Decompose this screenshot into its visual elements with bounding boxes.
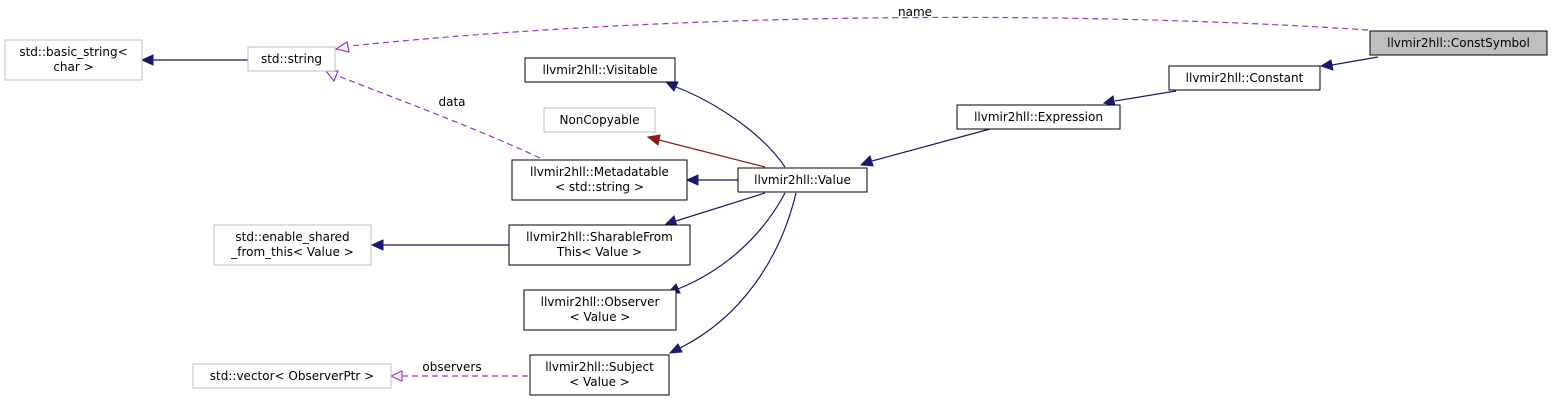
node-expression[interactable]: llvmir2hll::Expression xyxy=(956,104,1121,130)
edge-string-to-basic-string xyxy=(140,54,248,66)
edge-value-to-subject xyxy=(668,192,797,354)
svg-text:< Value >: < Value > xyxy=(570,310,631,324)
node-vector-observer-ptr[interactable]: std::vector< ObserverPtr > xyxy=(192,363,392,389)
edge-name-usage: name xyxy=(334,5,1369,53)
svg-text:std::string: std::string xyxy=(261,52,322,66)
edge-label-name: name xyxy=(898,5,932,19)
svg-text:_from_this< Value >: _from_this< Value > xyxy=(230,245,354,259)
svg-text:llvmir2hll::Metadatable: llvmir2hll::Metadatable xyxy=(530,165,669,179)
node-enable-shared-from-this[interactable]: std::enable_shared _from_this< Value > xyxy=(213,224,372,266)
edge-constant-to-expression xyxy=(1102,90,1177,107)
node-value[interactable]: llvmir2hll::Value xyxy=(737,167,868,193)
edge-value-to-visitable xyxy=(664,81,786,168)
node-visitable[interactable]: llvmir2hll::Visitable xyxy=(524,57,676,83)
svg-text:llvmir2hll::Subject: llvmir2hll::Subject xyxy=(545,360,654,374)
edge-data-usage: data xyxy=(324,70,541,159)
edge-observers-usage: observers xyxy=(389,360,528,382)
node-const-symbol[interactable]: llvmir2hll::ConstSymbol xyxy=(1369,30,1548,56)
edge-label-data: data xyxy=(438,95,465,109)
node-constant[interactable]: llvmir2hll::Constant xyxy=(1168,65,1321,91)
svg-text:NonCopyable: NonCopyable xyxy=(559,113,639,127)
node-std-string[interactable]: std::string xyxy=(247,46,336,72)
edge-value-to-noncopyable xyxy=(646,134,766,168)
svg-text:std::enable_shared: std::enable_shared xyxy=(235,230,349,244)
svg-text:< Value >: < Value > xyxy=(569,375,630,389)
edge-constsymbol-to-constant xyxy=(1319,56,1379,71)
svg-text:char >: char > xyxy=(53,60,93,74)
svg-text:llvmir2hll::SharableFrom: llvmir2hll::SharableFrom xyxy=(526,230,673,244)
edge-expression-to-value xyxy=(859,128,991,167)
svg-text:llvmir2hll::Expression: llvmir2hll::Expression xyxy=(974,110,1103,124)
node-metadatable[interactable]: llvmir2hll::Metadatable < std::string > xyxy=(511,159,688,201)
node-basic-string[interactable]: std::basic_string< char > xyxy=(4,39,143,81)
node-noncopyable[interactable]: NonCopyable xyxy=(543,107,656,133)
svg-text:llvmir2hll::Constant: llvmir2hll::Constant xyxy=(1186,71,1304,85)
node-observer[interactable]: llvmir2hll::Observer < Value > xyxy=(523,289,677,331)
svg-text:llvmir2hll::ConstSymbol: llvmir2hll::ConstSymbol xyxy=(1387,36,1530,50)
edge-value-to-metadatable xyxy=(685,174,738,186)
svg-text:llvmir2hll::Visitable: llvmir2hll::Visitable xyxy=(543,63,658,77)
svg-text:std::basic_string<: std::basic_string< xyxy=(19,45,127,59)
svg-text:llvmir2hll::Value: llvmir2hll::Value xyxy=(754,173,851,187)
svg-text:std::vector< ObserverPtr >: std::vector< ObserverPtr > xyxy=(210,369,374,383)
node-sharable-from-this[interactable]: llvmir2hll::SharableFrom This< Value > xyxy=(508,224,691,266)
node-subject[interactable]: llvmir2hll::Subject < Value > xyxy=(529,354,670,396)
svg-text:This< Value >: This< Value > xyxy=(556,245,642,259)
edge-label-observers: observers xyxy=(422,360,481,374)
svg-text:< std::string >: < std::string > xyxy=(555,180,644,194)
edge-sharable-to-enable-shared xyxy=(370,239,509,251)
svg-text:llvmir2hll::Observer: llvmir2hll::Observer xyxy=(541,295,660,309)
